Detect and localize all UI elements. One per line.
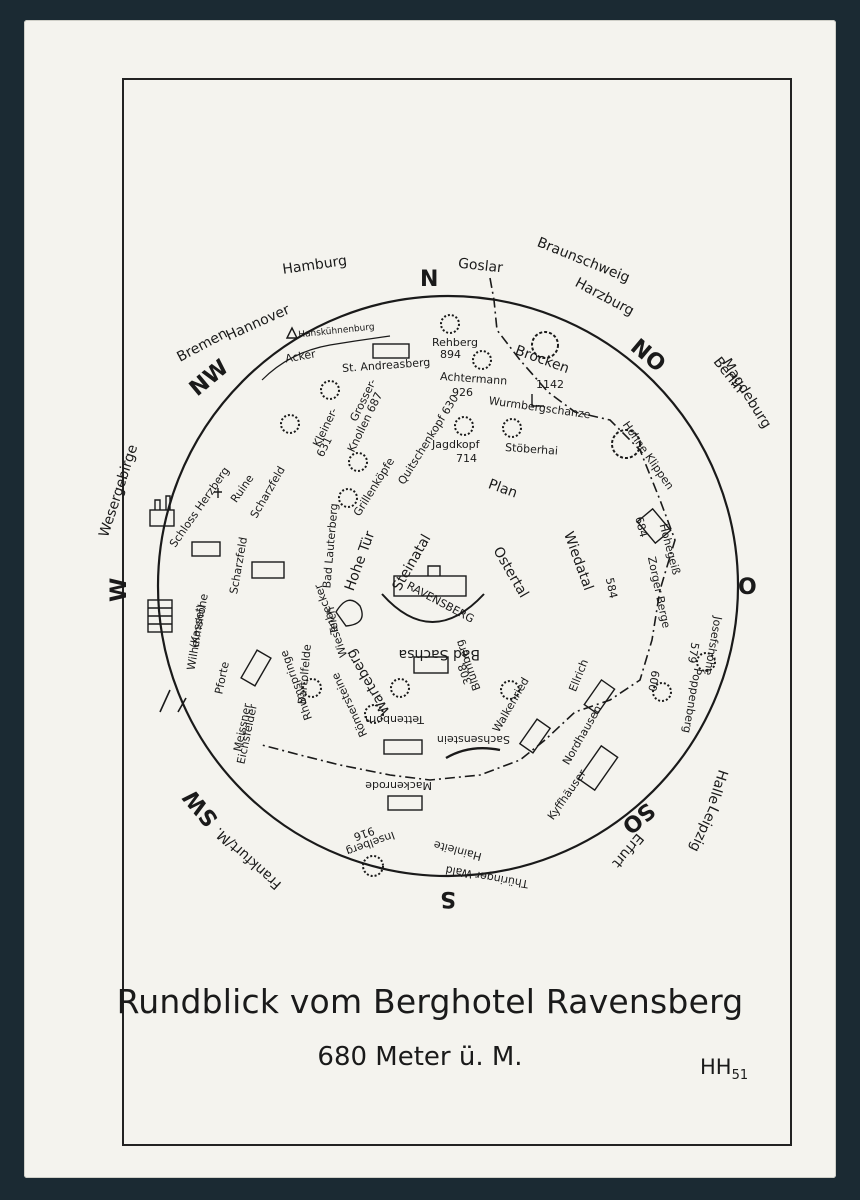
town-markers <box>191 343 672 811</box>
city-goslar: Goslar <box>457 256 504 277</box>
label-achtermann: Achtermann <box>440 370 508 388</box>
city-hamburg: Hamburg <box>281 253 348 278</box>
border-line <box>261 277 676 781</box>
dir-west: W <box>107 578 132 602</box>
hut-icon <box>285 326 299 339</box>
border-line-west <box>159 689 171 713</box>
label-mackenrode: Mackenrode <box>365 779 432 792</box>
label-hohe-tuer: Hohe Tür <box>342 529 378 593</box>
label-schloss-herzberg: Schloss Herzberg <box>167 464 232 549</box>
label-josefshoehe: Josefshöhe <box>701 614 724 676</box>
label-jagdkopf-height: 714 <box>456 452 477 465</box>
label-bartolfelde: Bartolfelde <box>296 644 314 705</box>
label-ostertal: Ostertal <box>490 544 532 601</box>
signature-initials-2: H <box>715 1055 732 1079</box>
label-hanskuhnenburg: Hanskühnenburg <box>298 322 375 340</box>
dir-northwest: NW <box>185 355 234 402</box>
horizon-circle <box>156 294 740 878</box>
signature-initials: H <box>700 1055 716 1079</box>
label-rehberg: Rehberg <box>432 336 478 349</box>
label-hainleite: Hainleite <box>432 838 483 863</box>
city-hannover: Hannover <box>224 302 293 344</box>
castle-tower-icon <box>154 495 171 510</box>
building-icons <box>147 326 544 760</box>
hotel-arc <box>381 593 485 623</box>
label-wiesenbecker: Wiesenbecker <box>311 582 350 659</box>
dir-southwest: SW <box>179 784 224 831</box>
label-jagdkopf: Jagdkopf <box>431 438 481 451</box>
label-teich: Teich <box>324 606 342 637</box>
label-hohegeiss-height: 684 <box>632 515 650 539</box>
peak-markers <box>280 314 716 877</box>
label-walkenried: Walkenried <box>490 675 532 734</box>
city-bremen: Bremen <box>174 326 230 366</box>
label-wiedatal: Wiedatal <box>560 530 596 593</box>
city-wesergebirge: Wesergebirge <box>96 443 141 540</box>
label-plan: Plan <box>486 476 519 501</box>
map-frame <box>122 78 792 1146</box>
label-achtermann-height: 926 <box>452 386 473 399</box>
label-hohne-klippen: Hohne Klippen <box>620 419 677 492</box>
border-line-west-2 <box>177 697 187 713</box>
label-nordhausen: Nordhausen <box>560 703 604 767</box>
label-ellrich: Ellrich <box>566 657 591 693</box>
sachsenstein-rock-icon <box>445 747 501 760</box>
signature-year: 51 <box>731 1068 749 1084</box>
hotel-icon <box>393 575 467 597</box>
label-sachsenstein: Sachsenstein <box>437 733 510 746</box>
city-leipzig: Leipzig <box>686 803 721 854</box>
label-scharzfeld: Scharzfeld <box>227 536 250 595</box>
city-halle: Halle <box>704 768 730 807</box>
label-brocken-height: 1142 <box>536 378 564 391</box>
label-acker: Acker <box>284 347 317 365</box>
dir-northeast: NO <box>625 334 670 377</box>
artist-signature: HH51 <box>700 1055 748 1083</box>
road-line <box>261 335 391 381</box>
dir-south: S <box>440 886 456 911</box>
label-wurmbergschanze: Wurmbergschanze <box>488 394 592 421</box>
city-erfurt: Erfurt <box>608 830 646 871</box>
dir-north: N <box>420 267 438 292</box>
city-magdeburg: Magdeburg <box>719 356 775 432</box>
label-pforte: Pforte <box>212 660 232 695</box>
label-bad-lauterberg: Bad Lauterberg <box>320 503 340 589</box>
lake-icon <box>335 599 363 627</box>
label-ruine: Ruine <box>228 472 257 505</box>
label-grillenkoepfe: Grillenköpfe <box>351 455 397 518</box>
label-tettenborn: Tettenborn <box>365 713 425 726</box>
label-josefs-height: 579 <box>685 641 701 664</box>
label-poppenberg-height: 600 <box>645 669 661 692</box>
map-title: Rundblick vom Berghotel Ravensberg <box>116 982 744 1021</box>
castle-icon <box>149 509 175 527</box>
ruin-icon <box>214 488 222 498</box>
ski-jump-icon <box>531 394 544 407</box>
city-frankfurt: Frankfurt/M. <box>211 824 285 893</box>
label-poppenberg: Poppenberg <box>680 667 704 734</box>
label-stoeberhai: Stöberhai <box>505 441 559 458</box>
map-subtitle: 680 Meter ü. M. <box>317 1042 523 1072</box>
label-kyffhaeuser: Kyffhäuser <box>545 767 589 823</box>
dir-east: O <box>738 575 757 600</box>
label-bad-sachsa: Bad Sachsa <box>399 646 480 662</box>
label-zorger-height: 584 <box>603 576 620 599</box>
label-brocken: Brocken <box>513 343 571 377</box>
label-st-andreasberg: St. Andreasberg <box>342 356 431 375</box>
label-scharzfeld-ruine: Scharzfeld <box>248 464 288 520</box>
label-rehberg-height: 894 <box>440 348 461 361</box>
